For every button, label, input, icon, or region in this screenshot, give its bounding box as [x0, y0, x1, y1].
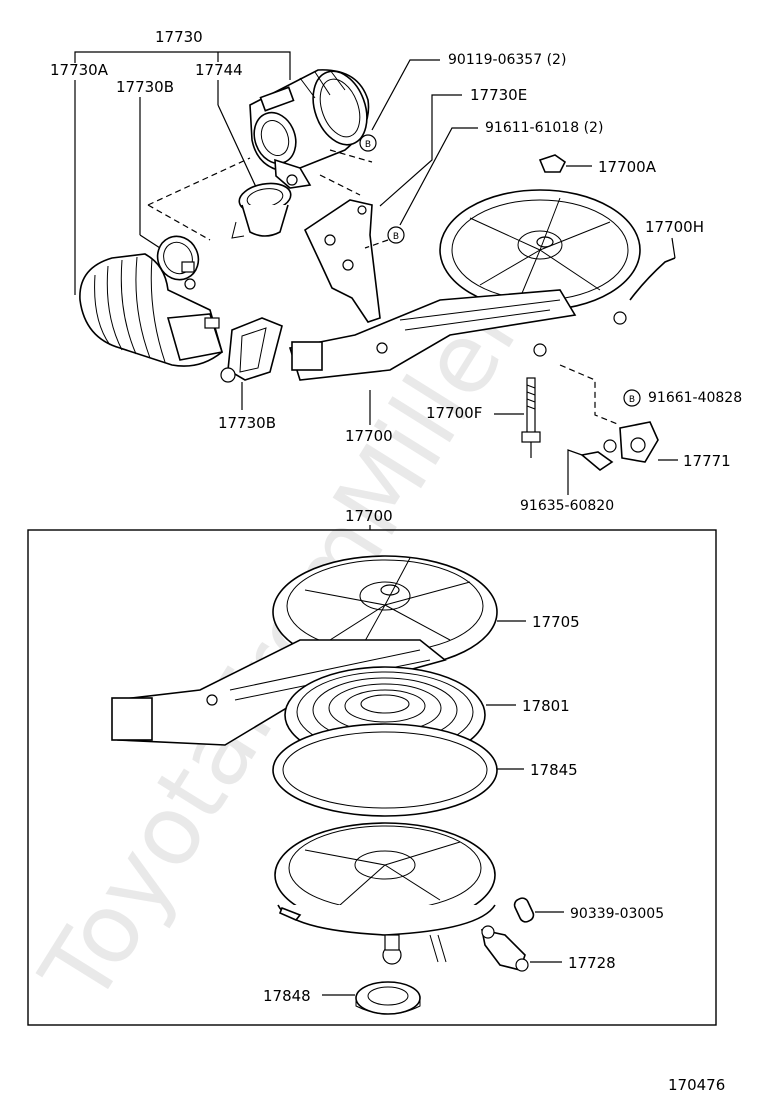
label-17700H: 17700H: [645, 218, 704, 236]
label-17700-upper: 17700: [345, 427, 393, 445]
air-cleaner-assembly-upper: [288, 189, 641, 381]
label-17845: 17845: [530, 761, 578, 779]
bracket-17730E: [303, 199, 381, 323]
plug-90339: [513, 897, 535, 923]
intake-hose-17730A: [79, 253, 224, 367]
upper-case-17705: [111, 555, 498, 746]
bolt-marker-b-2: B: [387, 226, 405, 244]
grommet-17848: [355, 981, 421, 1015]
label-91635-60820: 91635-60820: [520, 498, 614, 514]
hose-clamp-top: [156, 235, 200, 290]
label-17730B-top: 17730B: [116, 78, 174, 96]
bolt-marker-b-3: B: [623, 389, 641, 407]
label-17744: 17744: [195, 61, 243, 79]
hose-clamp-bottom: [220, 317, 283, 383]
label-17728: 17728: [568, 954, 616, 972]
label-17705: 17705: [532, 613, 580, 631]
label-17700F: 17700F: [426, 404, 482, 422]
label-17730E: 17730E: [470, 86, 527, 104]
label-90119-06357: 90119-06357 (2): [448, 52, 566, 68]
intake-connector: [249, 69, 370, 189]
valve-17771: [603, 421, 659, 463]
label-91611-61018: 91611-61018 (2): [485, 120, 603, 136]
gasket-17744: [231, 182, 292, 239]
clip-91635: [580, 451, 614, 471]
label-17801: 17801: [522, 697, 570, 715]
label-17730: 17730: [155, 28, 203, 46]
gasket-17845: [272, 723, 498, 817]
svg-text:B: B: [629, 395, 635, 405]
label-17848: 17848: [263, 987, 311, 1005]
clip-17700A: [538, 154, 567, 173]
label-17730B-bottom: 17730B: [218, 414, 276, 432]
label-17730A: 17730A: [50, 61, 109, 79]
diagram-number: 170476: [668, 1076, 725, 1094]
bolt-marker-b-1: B: [359, 134, 377, 152]
label-17700A: 17700A: [598, 158, 657, 176]
lower-case: [274, 822, 496, 965]
label-90339-03005: 90339-03005: [570, 906, 664, 922]
valve-17728: [480, 925, 529, 972]
svg-text:B: B: [365, 140, 371, 150]
stud-17700F: [521, 377, 541, 458]
group-bracket-17730: 17730: [74, 28, 291, 80]
exploded-view-box: [27, 529, 717, 1026]
label-17771: 17771: [683, 452, 731, 470]
label-91661-40828: 91661-40828: [648, 390, 742, 406]
label-17700-box: 17700: [345, 507, 393, 525]
svg-text:B: B: [393, 232, 399, 242]
